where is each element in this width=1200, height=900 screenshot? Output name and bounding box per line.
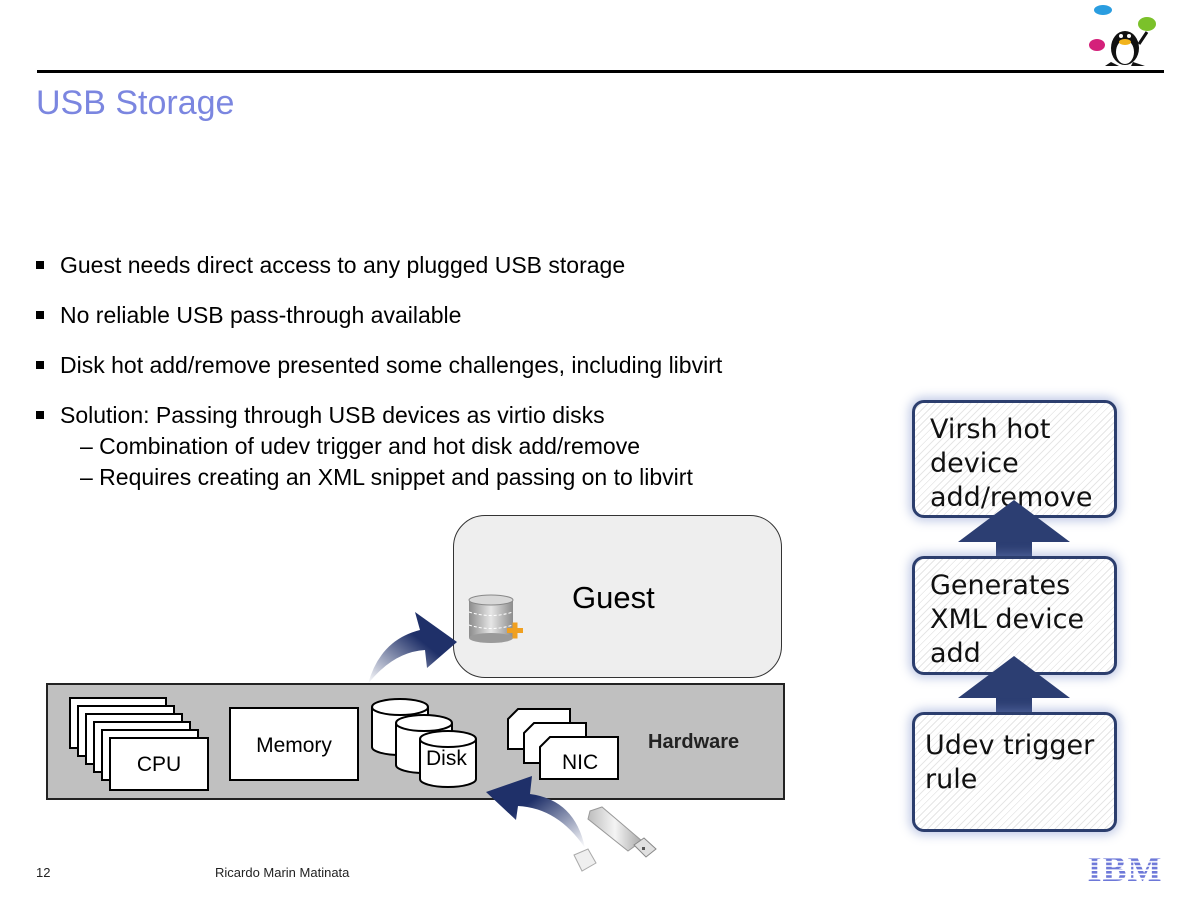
bullet-square-icon <box>36 360 44 369</box>
guest-label: Guest <box>572 580 655 615</box>
nic-icon <box>507 708 619 780</box>
guest-box: Guest <box>453 515 782 678</box>
hardware-box: CPU Memory Disk NIC Hardware <box>46 683 785 800</box>
cpu-label: CPU <box>136 753 182 776</box>
flow-step-udev: Udev trigger rule <box>912 712 1117 832</box>
bullet-text: No reliable USB pass-through available <box>60 302 462 328</box>
bullet-text: Solution: Passing through USB devices as… <box>60 402 605 428</box>
flow-step-text: Udev trigger rule <box>925 730 1095 795</box>
flow-step-virsh: Virsh hot device add/remove <box>912 400 1117 518</box>
memory-label: Memory <box>256 734 332 757</box>
bullet-square-icon <box>36 410 44 419</box>
disk-icon <box>371 698 477 788</box>
memory-card: Memory <box>229 707 359 781</box>
penguin-logo-icon <box>1089 5 1156 66</box>
sub-bullet-item: – Combination of udev trigger and hot di… <box>80 433 640 459</box>
flow-step-text: Virsh hot device add/remove <box>930 414 1093 513</box>
flow-step-xml: Generates XML device add <box>912 556 1117 675</box>
cpu-card: CPU <box>109 737 209 791</box>
flow-step-text: Generates XML device add <box>930 570 1085 669</box>
hardware-label: Hardware <box>648 731 740 753</box>
bullet-item: Disk hot add/remove presented some chall… <box>36 352 722 379</box>
slide-title: USB Storage <box>36 84 235 122</box>
ibm-logo-icon: IBM <box>1088 850 1163 884</box>
usb-stick-icon <box>573 806 657 872</box>
nic-label: NIC <box>562 751 599 774</box>
svg-text:IBM: IBM <box>1088 850 1163 884</box>
bullet-item: Guest needs direct access to any plugged… <box>36 252 625 279</box>
up-arrow-icon <box>958 656 1070 714</box>
curved-arrow-icon <box>368 612 457 684</box>
database-add-icon <box>468 594 523 643</box>
disk-label: Disk <box>426 747 467 770</box>
bullet-text: Disk hot add/remove presented some chall… <box>60 352 723 378</box>
bullet-text: Guest needs direct access to any plugged… <box>60 252 626 278</box>
author-name: Ricardo Marin Matinata <box>215 865 350 880</box>
sub-bullet-item: – Requires creating an XML snippet and p… <box>80 464 693 490</box>
bullet-item: No reliable USB pass-through available <box>36 302 461 329</box>
bullet-item: Solution: Passing through USB devices as… <box>36 402 605 429</box>
bullet-square-icon <box>36 310 44 319</box>
header-rule <box>37 70 1164 73</box>
curved-arrow-icon <box>486 776 585 848</box>
up-arrow-icon <box>958 500 1070 558</box>
bullet-square-icon <box>36 260 44 269</box>
page-number: 12 <box>36 865 51 880</box>
